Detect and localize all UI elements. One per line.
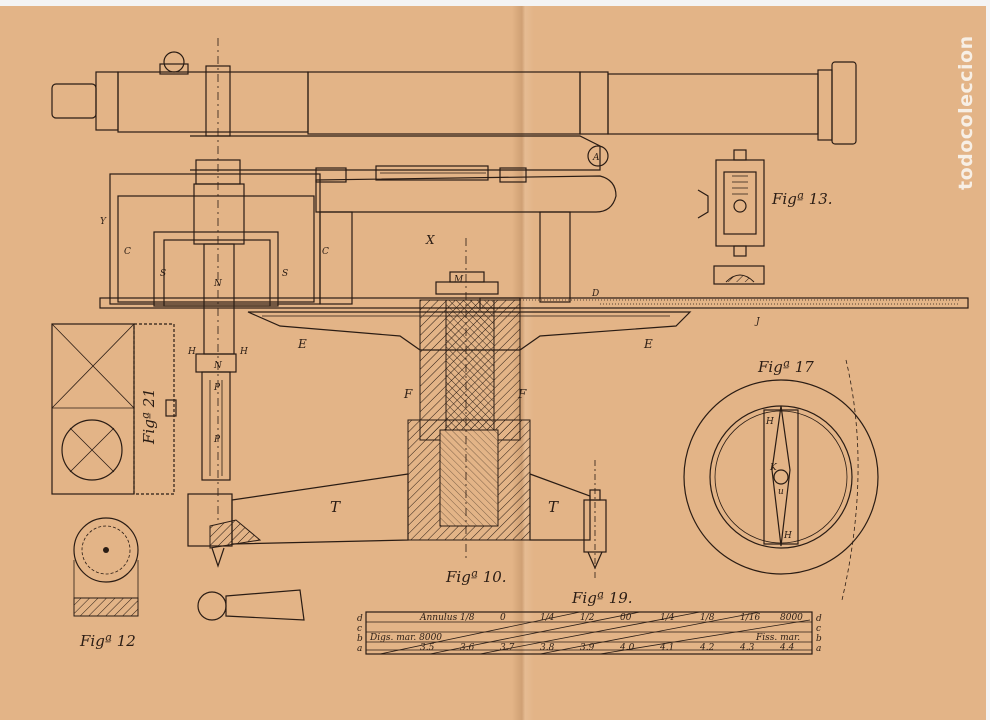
scale-bottom-label-3: 3.8	[540, 643, 555, 653]
caption-fig13: Figª 13.	[771, 190, 833, 208]
label-A: A	[592, 153, 600, 163]
scale-top-label-1: 1/8	[460, 613, 475, 623]
scale-bottom-label-8: 4.3	[739, 643, 755, 653]
scale-bottom-label-9: 4.4	[779, 643, 795, 653]
label-T-right: T	[548, 498, 559, 516]
scale-right-text: Fiss. mar.	[755, 633, 800, 643]
label-T-left: T	[330, 498, 341, 516]
scale-left-text: Digs. mar. 8000	[369, 633, 442, 643]
label-u: u	[778, 487, 784, 497]
scale-top-label-7: 1/8	[700, 613, 715, 623]
scale-top-label-0: Annulus	[419, 613, 458, 623]
telescope	[51, 38, 857, 520]
label-H-right: H	[239, 347, 248, 357]
scale-top-label-5: 00	[620, 613, 632, 623]
scale-row-left-a: a	[357, 644, 362, 654]
label-K: K	[769, 463, 778, 473]
label-F-right: F	[517, 387, 527, 401]
diagram-fig12	[73, 517, 305, 621]
label-S-left: S	[160, 269, 166, 279]
scale-row-left-d: d	[357, 614, 363, 624]
scale-bottom-label-1: 3.6	[460, 643, 475, 653]
label-N-upper: N	[213, 279, 223, 289]
scale-bottom-label-6: 4.1	[659, 643, 674, 653]
diagram-fig21	[51, 323, 177, 495]
scale-bottom-label-4: 3.9	[580, 643, 595, 653]
scale-row-right-d: d	[816, 614, 822, 624]
scale-bottom-label-7: 4.2	[699, 643, 715, 653]
label-P-upper: P	[213, 383, 221, 393]
scale-fig19	[365, 611, 813, 655]
caption-fig10: Figª 10.	[445, 568, 507, 586]
label-D: D	[591, 289, 599, 299]
label-J: J	[754, 317, 761, 327]
label-H17-top: H	[765, 417, 774, 427]
label-Y: Y	[100, 217, 107, 227]
caption-fig21: Figª 21	[140, 388, 158, 445]
scale-row-right-a: a	[816, 644, 821, 654]
label-H-left: H	[187, 347, 196, 357]
caption-fig19: Figª 19.	[571, 589, 633, 607]
scale-row-right-b: b	[816, 634, 822, 644]
scale-bottom-label-0: 3.5	[420, 643, 435, 653]
label-E-right: E	[643, 337, 653, 351]
scale-top-label-3: 1/4	[540, 613, 555, 623]
scale-top-label-6: 1/4	[660, 613, 675, 623]
label-H17-bottom: H	[783, 531, 792, 541]
label-S-right: S	[282, 269, 288, 279]
label-F-left: F	[403, 387, 413, 401]
paper-edge-top	[0, 0, 990, 6]
label-P-lower: P	[213, 435, 221, 445]
scale-bottom-label-5: 4.0	[619, 643, 635, 653]
instrument-body-fig10	[99, 159, 969, 580]
labels: Figª 13. Figª 17 Figª 10. Figª 19. Figª …	[79, 153, 833, 650]
diagram-fig13	[697, 149, 765, 285]
caption-fig12: Figª 12	[79, 632, 136, 650]
diagram-fig17	[683, 359, 879, 601]
watermark-text: todocoleccion	[955, 35, 977, 190]
caption-fig17: Figª 17	[757, 358, 814, 376]
label-E-left: E	[297, 337, 307, 351]
paper-edge-right	[986, 0, 990, 720]
scale-fig19-text: d c b a d c b a Digs. mar. 8000 Fiss. ma…	[357, 613, 822, 654]
label-C-right: C	[322, 247, 329, 257]
scale-bottom-label-2: 3.7	[500, 643, 515, 653]
scale-top-label-4: 1/2	[580, 613, 595, 623]
label-N-lower: N	[213, 361, 223, 371]
scale-top-label-8: 1/16	[740, 613, 760, 623]
scale-row-right-c: c	[816, 624, 821, 634]
scale-top-label-9: 8000	[780, 613, 803, 623]
label-X: X	[425, 233, 435, 247]
label-M: M	[453, 275, 464, 285]
scale-bottom-labels: 3.5 3.6 3.7 3.8 3.9 4.0 4.1 4.2 4.3 4.4	[420, 643, 795, 653]
scale-row-left-b: b	[357, 634, 363, 644]
scale-top-label-2: 0	[500, 613, 506, 623]
scale-row-left-c: c	[357, 624, 362, 634]
label-C-left: C	[124, 247, 131, 257]
